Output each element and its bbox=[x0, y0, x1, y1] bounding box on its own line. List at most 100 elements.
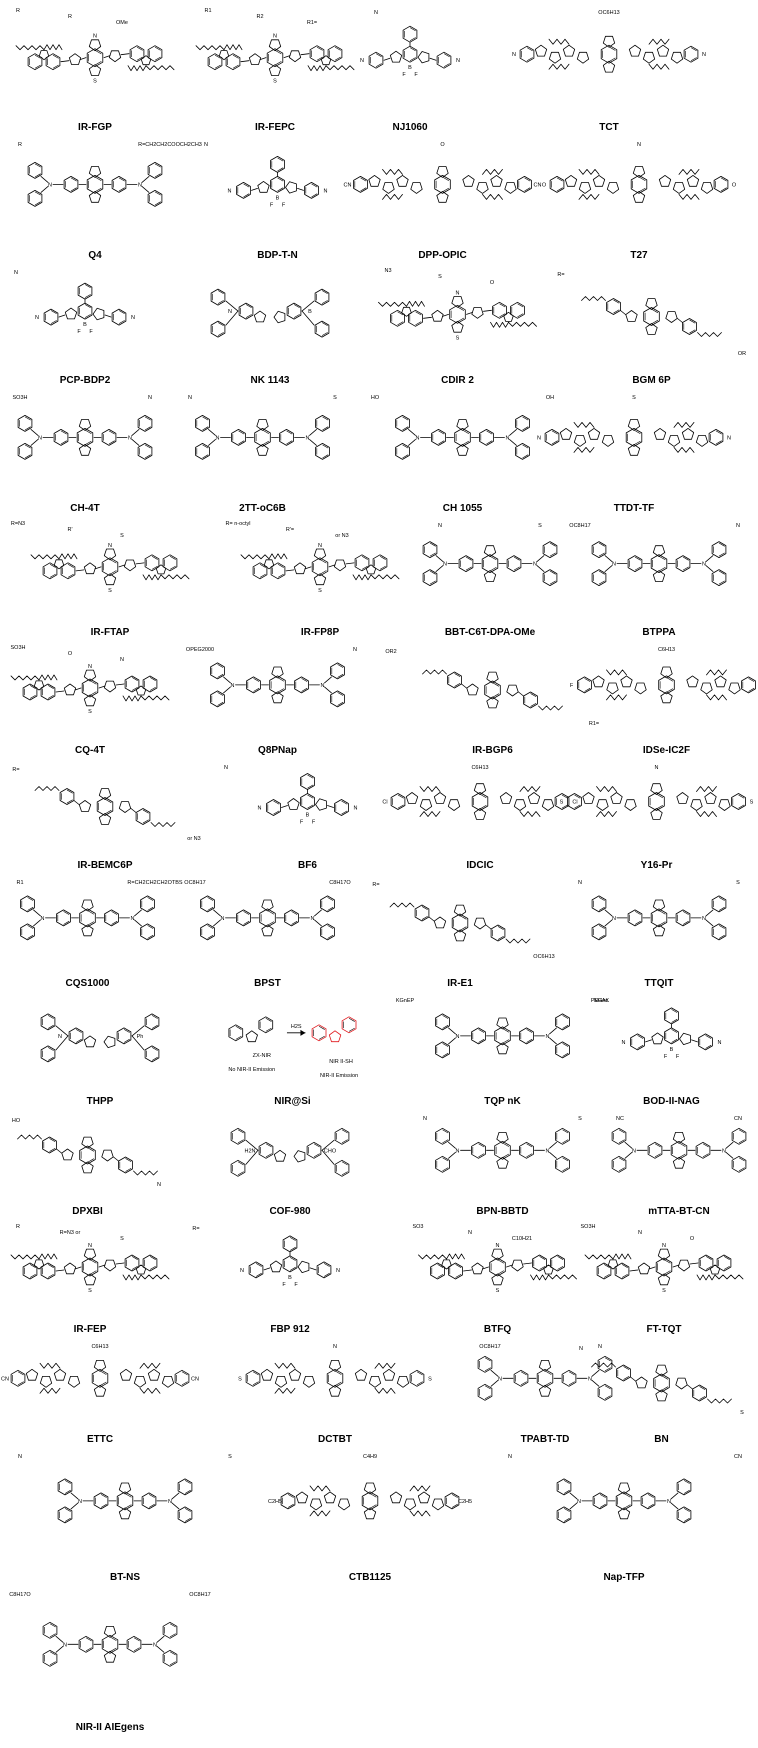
aromatic-bond bbox=[169, 1633, 176, 1638]
compound-label: BT-NS bbox=[110, 1572, 140, 1583]
compound-label: Q4 bbox=[88, 250, 102, 261]
substituent-label: S bbox=[438, 274, 442, 280]
aromatic-bond bbox=[202, 454, 209, 459]
bond-line bbox=[74, 687, 82, 691]
aromatic-bond bbox=[638, 176, 646, 181]
benzene-ring bbox=[408, 309, 423, 327]
core-ring bbox=[484, 680, 501, 700]
substituent-label: OC8H17 bbox=[569, 523, 590, 529]
aromatic-bond bbox=[598, 934, 605, 939]
bond-line bbox=[705, 919, 714, 927]
aromatic-bond bbox=[181, 1371, 188, 1376]
aromatic-bond bbox=[87, 921, 95, 926]
substituent-label: C6H13 bbox=[658, 647, 675, 653]
compound-label: DPXBI bbox=[72, 1206, 103, 1217]
bond-line bbox=[115, 683, 125, 686]
thiadiazole-ring bbox=[81, 924, 94, 937]
thiadiazole-ring bbox=[93, 1384, 107, 1397]
bond-line bbox=[691, 1039, 698, 1043]
substituent-label: OC6H13 bbox=[598, 10, 619, 16]
aromatic-bond bbox=[154, 46, 161, 51]
alkyl-chain bbox=[706, 694, 727, 701]
compound-label: BN bbox=[654, 1434, 668, 1445]
aromatic-bond bbox=[259, 573, 266, 578]
aromatic-bond bbox=[267, 921, 275, 926]
substituent-label: N bbox=[655, 765, 659, 771]
thiophene-ring bbox=[403, 1498, 417, 1511]
aromatic-bond bbox=[94, 187, 102, 193]
bond-line bbox=[79, 57, 87, 61]
aromatic-bond bbox=[637, 1035, 644, 1039]
aromatic-bond bbox=[557, 1256, 564, 1260]
alkyl-chain bbox=[548, 38, 570, 45]
bond-line bbox=[423, 316, 432, 319]
aromatic-bond bbox=[348, 1018, 355, 1022]
thiophene-ring bbox=[323, 1491, 337, 1504]
substituent-label: O bbox=[690, 1236, 695, 1242]
bond-line bbox=[130, 808, 137, 813]
aromatic-bond bbox=[442, 1015, 449, 1019]
compound-label: IR-E1 bbox=[447, 978, 473, 989]
benzene-ring bbox=[555, 1041, 570, 1059]
five-ring bbox=[33, 680, 45, 691]
bond-line bbox=[536, 555, 545, 562]
substituent-label: HO bbox=[12, 1118, 21, 1124]
bond-line bbox=[171, 1492, 180, 1500]
atom-label: H2N bbox=[244, 1148, 255, 1154]
thiadiazole-ring bbox=[650, 783, 663, 795]
thiophene-ring bbox=[582, 792, 595, 804]
thiophene-ring bbox=[653, 427, 667, 440]
substituent-label: N bbox=[188, 395, 192, 401]
aromatic-bond bbox=[85, 1637, 92, 1642]
benzene-ring bbox=[395, 414, 410, 432]
substituent-label: C6H13 bbox=[471, 765, 488, 771]
aromatic-bond bbox=[397, 321, 404, 326]
aromatic-bond bbox=[24, 416, 31, 421]
benzene-ring bbox=[42, 562, 58, 580]
five-ring bbox=[92, 307, 105, 321]
bond-line bbox=[55, 1635, 64, 1643]
aromatic-bond bbox=[613, 299, 620, 304]
benzene-ring bbox=[542, 569, 558, 586]
benzene-ring bbox=[614, 1262, 630, 1280]
aromatic-bond bbox=[64, 1480, 71, 1484]
aromatic-bond bbox=[125, 1158, 132, 1162]
bond-line bbox=[687, 1384, 693, 1390]
alkyl-chain bbox=[696, 786, 717, 792]
alkyl-chain bbox=[548, 1274, 577, 1280]
bond-line bbox=[55, 1035, 69, 1051]
thiophene-ring bbox=[83, 562, 97, 575]
thiophene-ring bbox=[677, 1259, 691, 1272]
benzene-ring bbox=[286, 302, 302, 320]
aromatic-bond bbox=[551, 430, 558, 435]
aromatic-bond bbox=[720, 187, 727, 192]
aromatic-bond bbox=[243, 920, 250, 925]
atom-n: N bbox=[443, 562, 447, 568]
benzene-ring bbox=[210, 690, 225, 708]
aromatic-bond bbox=[748, 678, 755, 682]
thiadiazole-ring bbox=[93, 1360, 107, 1372]
aromatic-bond bbox=[429, 570, 436, 575]
benzene-ring bbox=[42, 1649, 58, 1667]
aromatic-bond bbox=[207, 934, 214, 939]
benzene-ring bbox=[711, 569, 727, 586]
atom-n: N bbox=[360, 58, 364, 64]
benzene-ring bbox=[314, 288, 330, 306]
thiadiazole-ring bbox=[78, 419, 92, 431]
atom-n: N bbox=[498, 1376, 502, 1382]
aromatic-bond bbox=[289, 1237, 296, 1241]
benzene-ring bbox=[56, 909, 71, 927]
aromatic-bond bbox=[598, 552, 605, 557]
thiophene-ring bbox=[637, 1262, 651, 1275]
aromatic-bond bbox=[75, 1038, 82, 1043]
five-ring bbox=[140, 55, 152, 66]
aromatic-bond bbox=[237, 1171, 244, 1176]
substituent-label: PEGnK bbox=[591, 998, 610, 1004]
aromatic-bond bbox=[654, 1153, 661, 1158]
aromatic-bond bbox=[337, 664, 344, 668]
substituent-label: OC8H17 bbox=[184, 880, 205, 886]
